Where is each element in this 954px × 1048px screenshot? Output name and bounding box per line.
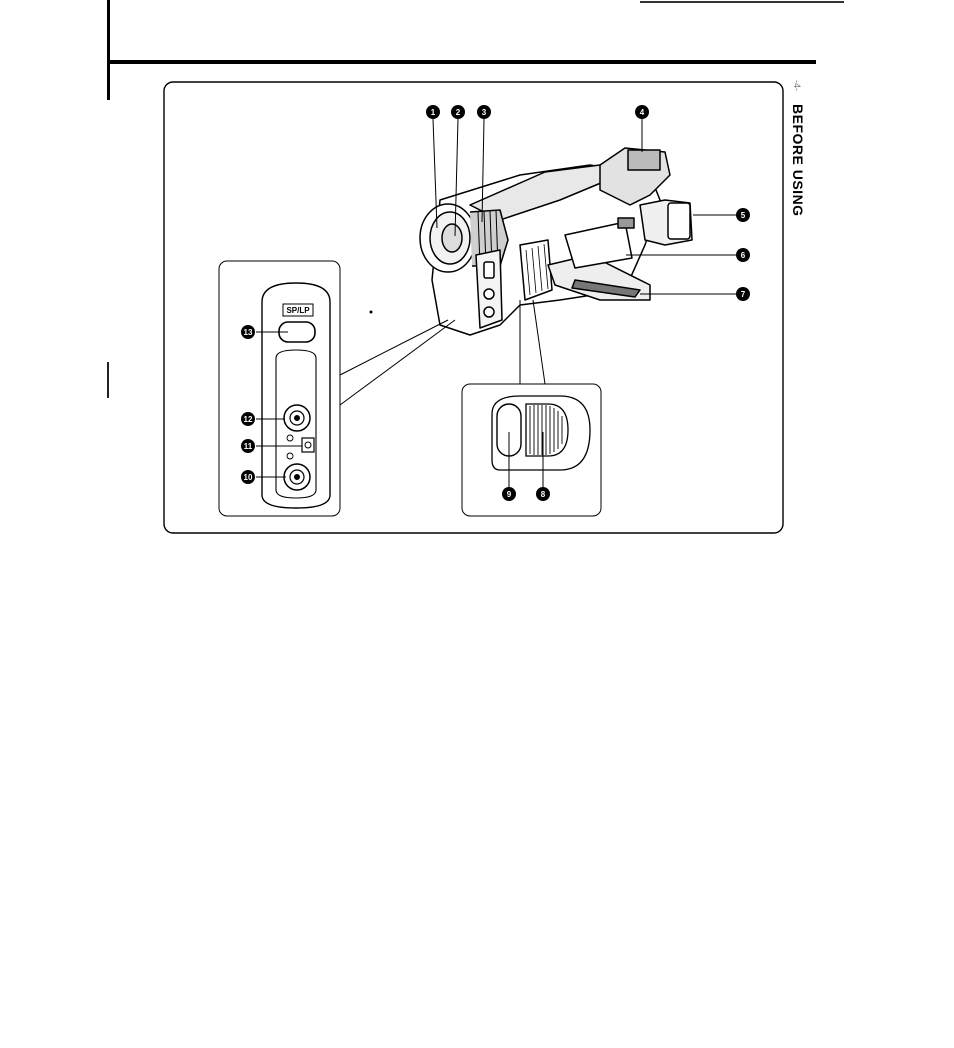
callout-3: 3 <box>477 105 491 119</box>
side-panel-inset: SP/LP <box>219 261 340 516</box>
svg-text:3: 3 <box>482 108 487 117</box>
svg-text:11: 11 <box>244 442 253 451</box>
callout-1: 1 <box>426 105 440 119</box>
callout-2: 2 <box>451 105 465 119</box>
callout-4: 4 <box>635 105 649 119</box>
callout-5: 5 <box>736 208 750 222</box>
svg-text:12: 12 <box>244 415 253 424</box>
callout-11: 11 <box>241 439 255 453</box>
svg-text:1: 1 <box>431 108 436 117</box>
svg-text:8: 8 <box>541 490 546 499</box>
callout-9: 9 <box>502 487 516 501</box>
callout-13: 13 <box>241 325 255 339</box>
svg-text:2: 2 <box>456 108 461 117</box>
callout-7: 7 <box>736 287 750 301</box>
callout-10: 10 <box>241 470 255 484</box>
svg-text:6: 6 <box>741 251 746 260</box>
callout-12: 12 <box>241 412 255 426</box>
callout-8: 8 <box>536 487 550 501</box>
svg-text:4: 4 <box>640 108 645 117</box>
svg-text:5: 5 <box>741 211 746 220</box>
callout-6: 6 <box>736 248 750 262</box>
svg-text:10: 10 <box>244 473 253 482</box>
svg-text:9: 9 <box>507 490 512 499</box>
side-panel-callouts: 13 12 11 10 <box>241 325 255 484</box>
stray-dot <box>370 311 373 314</box>
svg-text:7: 7 <box>741 290 746 299</box>
button-panel-inset <box>462 384 601 516</box>
button-panel-callouts: 9 8 <box>502 487 550 501</box>
sp-lp-label: SP/LP <box>286 306 310 315</box>
svg-text:13: 13 <box>244 328 253 337</box>
camcorder-illustration <box>420 148 692 335</box>
